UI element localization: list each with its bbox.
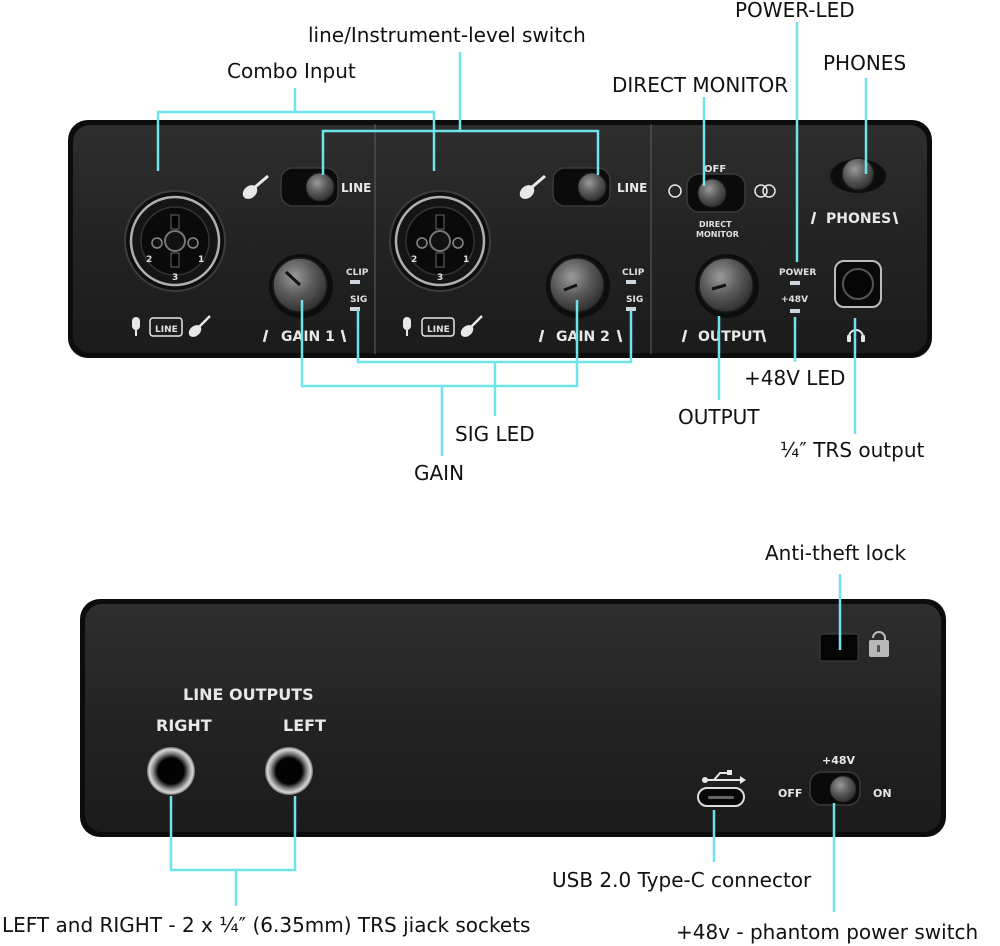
clip-led-2 — [626, 280, 636, 284]
combo-input-1[interactable]: 2 1 3 — [124, 190, 226, 292]
microphone-icon — [132, 317, 140, 336]
microphone-icon — [403, 317, 411, 336]
callout-combo-input: Combo Input — [227, 59, 356, 83]
sig-label-2: SIG — [626, 295, 643, 305]
plus48v-led — [790, 309, 800, 313]
scale-mark — [538, 329, 545, 343]
output-knob[interactable] — [695, 254, 759, 318]
line-badge — [421, 317, 455, 337]
pin-2-label: 2 — [146, 255, 152, 265]
scale-mark — [892, 211, 899, 225]
callout-phantom-switch: +48v - phantom power switch — [676, 920, 978, 944]
callout-plus48v-led: +48V LED — [744, 366, 845, 390]
callout-sig-led: SIG LED — [455, 422, 535, 446]
gain-knob-1[interactable] — [269, 254, 333, 318]
power-label: POWER — [779, 268, 816, 278]
scale-mark — [262, 329, 269, 343]
callout-output: OUTPUT — [678, 405, 760, 429]
line-instrument-switch-1[interactable] — [280, 167, 339, 207]
front-panel: 2 1 3 LINE LINE — [68, 120, 932, 358]
scale-mark — [810, 211, 817, 225]
usb-icon — [702, 770, 746, 784]
pin-2-label: 2 — [411, 255, 417, 265]
callout-line-instrument-switch: line/Instrument-level switch — [308, 23, 586, 47]
line-switch-1-label: LINE — [341, 181, 371, 195]
line-badge-label: LINE — [155, 325, 178, 335]
pin-1-label: 1 — [198, 255, 204, 265]
line-instrument-switch-2[interactable] — [552, 167, 611, 207]
guitar-icon — [460, 315, 483, 337]
phantom-on-label: ON — [873, 787, 892, 800]
power-led — [790, 281, 800, 285]
phantom-power-switch[interactable] — [809, 771, 861, 806]
phones-label: PHONES — [826, 211, 891, 227]
direct-monitor-switch[interactable] — [686, 173, 746, 213]
sig-led-2 — [626, 307, 636, 311]
monitor-label: MONITOR — [696, 230, 739, 239]
callout-phones: PHONES — [823, 51, 906, 75]
guitar-icon — [188, 315, 211, 337]
callout-power-led: POWER-LED — [735, 0, 855, 22]
gain-1-label: GAIN 1 — [281, 329, 335, 345]
right-output-jack[interactable] — [147, 747, 195, 795]
plus48v-label: +48V — [781, 295, 808, 305]
headphone-jack[interactable] — [834, 260, 882, 308]
sig-led-1 — [350, 307, 360, 311]
combo-input-2[interactable]: 2 1 3 — [389, 190, 491, 292]
phantom-off-label: OFF — [778, 787, 802, 800]
callout-usb-connector: USB 2.0 Type-C connector — [552, 868, 812, 892]
scale-mark — [760, 329, 767, 343]
direct-monitor-off-label: OFF — [704, 164, 726, 175]
input-type-icons-2: LINE — [403, 315, 483, 337]
line-outputs-label: LINE OUTPUTS — [183, 685, 314, 704]
usb-c-port[interactable] — [697, 787, 745, 807]
gain-2-label: GAIN 2 — [556, 329, 610, 345]
left-output-jack[interactable] — [265, 747, 313, 795]
right-output-label: RIGHT — [156, 716, 212, 735]
scale-mark — [340, 329, 347, 343]
gain-knob-2[interactable] — [546, 254, 610, 318]
scale-mark — [616, 329, 623, 343]
front-leader-lines — [156, 22, 868, 456]
rear-leader-lines — [169, 574, 842, 912]
phantom-plus48v-label: +48V — [822, 754, 856, 767]
input-type-icons-1: LINE — [132, 315, 211, 337]
guitar-icon — [519, 174, 546, 199]
clip-label-2: CLIP — [622, 268, 645, 278]
stereo-icon — [754, 184, 776, 198]
callout-gain: GAIN — [414, 461, 464, 485]
callout-left-right-sockets: LEFT and RIGHT - 2 x ¼″ (6.35mm) TRS jia… — [2, 913, 530, 937]
mono-icon — [668, 184, 682, 198]
direct-label: DIRECT — [699, 220, 732, 229]
line-badge — [149, 317, 183, 337]
clip-label-1: CLIP — [346, 268, 369, 278]
guitar-icon — [242, 174, 269, 199]
pin-3-label: 3 — [437, 273, 443, 283]
output-label: OUTPUT — [698, 329, 762, 345]
rear-panel: LINE OUTPUTS RIGHT LEFT — [80, 599, 946, 837]
line-badge-label: LINE — [427, 325, 450, 335]
lock-icon — [869, 631, 889, 657]
callout-trs-output: ¼″ TRS output — [780, 438, 925, 462]
sig-label-1: SIG — [350, 295, 367, 305]
scale-mark — [681, 329, 688, 343]
pin-1-label: 1 — [463, 255, 469, 265]
line-switch-2-label: LINE — [617, 181, 647, 195]
callout-direct-monitor: DIRECT MONITOR — [612, 73, 788, 97]
callout-anti-theft-lock: Anti-theft lock — [765, 541, 906, 565]
clip-led-1 — [350, 280, 360, 284]
left-output-label: LEFT — [283, 716, 326, 735]
pin-3-label: 3 — [172, 273, 178, 283]
